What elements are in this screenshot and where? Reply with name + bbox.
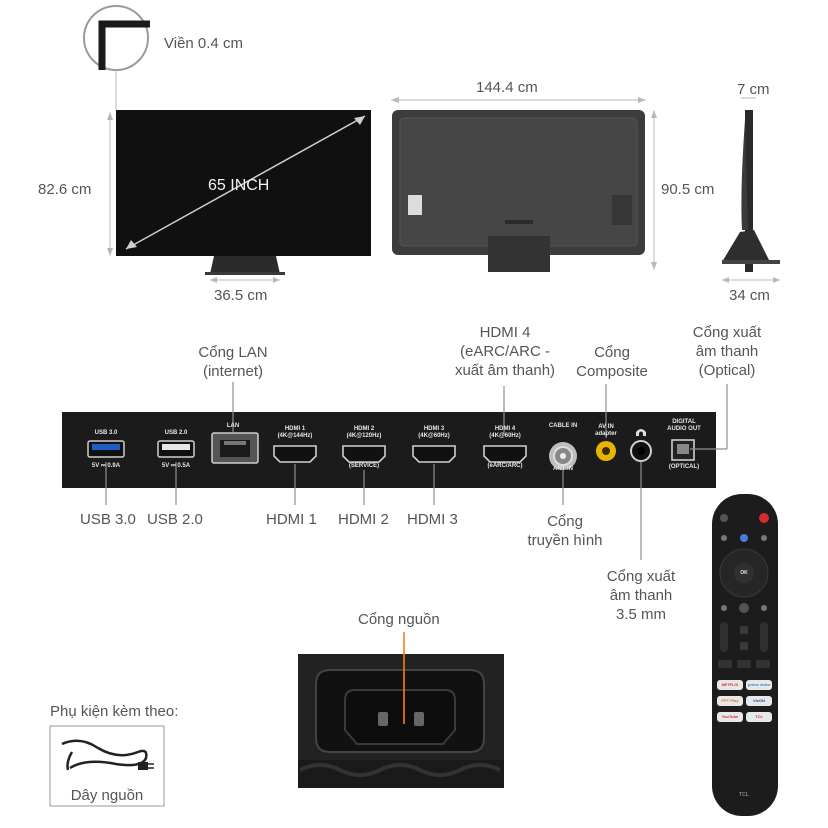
optical-label-line3: (Optical) — [698, 362, 756, 379]
optical-label: Cổng xuất âm thanh (Optical) — [680, 323, 774, 380]
remote-mic-button — [740, 534, 748, 542]
height-label: 90.5 cm — [661, 181, 715, 198]
optical-label-line2: âm thanh — [695, 343, 759, 360]
panel-ant-in: ANT IN — [553, 466, 573, 472]
remote-home-button — [739, 603, 749, 613]
remote-vieon-button — [746, 696, 772, 706]
stand-width-label: 36.5 cm — [214, 287, 268, 304]
panel-usb3-spec: 5V ⎓ 0.9A — [91, 463, 121, 469]
panel-optical: (OPTICAL) — [668, 464, 700, 470]
panel-cable-in: CABLE IN — [548, 423, 578, 429]
panel-hdmi4-line2: (4K@60Hz) — [489, 433, 521, 439]
panel-hdmi2: HDMI 2 (4K@120Hz) — [339, 426, 389, 440]
remote-tcl-app-label: TCL — [755, 714, 763, 719]
depth-stand-label: 34 cm — [729, 287, 770, 304]
remote-brand-label: TCL — [739, 792, 749, 798]
diagonal-line — [125, 115, 366, 250]
audio35-label-line2: âm thanh — [609, 587, 673, 604]
panel-av-in-line2: adapter — [595, 431, 617, 437]
remote-power-button — [759, 513, 769, 523]
hdmi4-label-line3: xuất âm thanh) — [454, 362, 556, 379]
panel-usb3-title: USB 3.0 — [94, 430, 118, 436]
height-with-stand-label: 82.6 cm — [38, 181, 92, 198]
panel-hdmi3-line2: (4K@60Hz) — [418, 433, 450, 439]
tv-back-label — [408, 195, 422, 215]
remote-fptplay-button — [717, 696, 743, 706]
panel-av-in: AV IN adapter — [590, 424, 622, 438]
hdmi4-label-line2: (eARC/ARC - — [459, 343, 550, 360]
remote-netflix-button — [717, 680, 743, 690]
optical-label-line1: Cổng xuất — [692, 324, 762, 341]
panel-hdmi1: HDMI 1 (4K@144Hz) — [270, 426, 320, 440]
audio35-label-line1: Cổng xuất — [606, 568, 676, 585]
tv-back-stand — [488, 236, 550, 272]
panel-digital-out: DIGITAL AUDIO OUT — [660, 419, 708, 433]
hdmi3-label: HDMI 3 — [407, 511, 458, 528]
remote-ok-label: OK — [740, 570, 748, 576]
remote-primevideo-label: prime video — [748, 682, 771, 687]
panel-usb2-title: USB 2.0 — [164, 430, 188, 436]
composite-label-line2: Composite — [576, 363, 648, 380]
panel-hdmi4-line1: HDMI 4 — [494, 426, 516, 432]
panel-hdmi1-line1: HDMI 1 — [284, 426, 306, 432]
power-cord-icon — [61, 739, 148, 770]
power-port-label: Cổng nguồn — [358, 611, 440, 628]
hdmi4-port — [483, 445, 527, 463]
hdmi2-label: HDMI 2 — [338, 511, 389, 528]
panel-hdmi1-line2: (4K@144Hz) — [277, 433, 313, 439]
screen-size-label: 65 INCH — [208, 177, 270, 194]
antenna-label-line1: Cổng — [547, 513, 583, 530]
tv-front-stand — [210, 256, 280, 274]
depth-top-label: 7 cm — [737, 81, 770, 98]
hdmi4-label: HDMI 4 (eARC/ARC - xuất âm thanh) — [446, 323, 564, 380]
power-cord-label: Dây nguồn — [70, 787, 144, 804]
width-label: 144.4 cm — [476, 79, 538, 96]
bezel-label: Viền 0.4 cm — [164, 35, 243, 52]
remote-youtube-label: YouTube — [721, 714, 739, 719]
remote-fptplay-label: FPT Play — [721, 698, 739, 703]
panel-digital-out-line2: AUDIO OUT — [667, 426, 701, 432]
hdmi1-label: HDMI 1 — [266, 511, 317, 528]
headphone-icon — [636, 429, 646, 436]
lan-label: Cổng LAN (internet) — [190, 343, 276, 381]
panel-av-in-line1: AV IN — [598, 424, 614, 430]
panel-hdmi3-line1: HDMI 3 — [423, 426, 445, 432]
panel-hdmi4-arc: (eARC/ARC) — [487, 463, 523, 469]
remote-control — [712, 494, 778, 816]
panel-hdmi3: HDMI 3 (4K@60Hz) — [409, 426, 459, 440]
usb3-label: USB 3.0 — [80, 511, 136, 528]
panel-digital-out-line1: DIGITAL — [672, 419, 696, 425]
composite-label-line1: Cổng — [594, 344, 630, 361]
panel-usb2-spec: 5V ⎓ 0.5A — [161, 463, 191, 469]
composite-label: Cổng Composite — [568, 343, 656, 381]
antenna-label: Cổng truyền hình — [522, 512, 608, 550]
remote-primevideo-button — [746, 680, 772, 690]
hdmi3-port — [412, 445, 456, 463]
bezel-zoom-circle — [83, 5, 149, 71]
audio35-label: Cổng xuất âm thanh 3.5 mm — [596, 567, 686, 624]
tv-side-stand — [722, 230, 770, 262]
lan-label-line1: Cổng LAN — [198, 344, 268, 361]
usb2-label: USB 2.0 — [147, 511, 203, 528]
panel-hdmi2-line1: HDMI 2 — [353, 426, 375, 432]
bezel-zoom-corner — [98, 20, 150, 70]
audio35-label-line3: 3.5 mm — [615, 606, 666, 623]
lan-label-line2: (internet) — [202, 363, 264, 380]
hdmi2-port — [342, 445, 386, 463]
accessories-title: Phụ kiện kèm theo: — [50, 703, 179, 720]
panel-hdmi2-service: (SERVICE) — [348, 463, 380, 469]
remote-vieon-label: VieON — [753, 698, 765, 703]
hdmi4-label-line1: HDMI 4 — [479, 324, 531, 341]
remote-youtube-button — [717, 712, 743, 722]
remote-tcl-button — [746, 712, 772, 722]
panel-hdmi2-line2: (4K@120Hz) — [346, 433, 382, 439]
panel-hdmi4: HDMI 4 (4K@60Hz) — [480, 426, 530, 440]
remote-netflix-label: NETFLIX — [721, 682, 739, 687]
antenna-label-line2: truyền hình — [527, 532, 603, 549]
hdmi1-port — [273, 445, 317, 463]
panel-lan: LAN — [226, 423, 240, 429]
tv-side — [745, 110, 753, 272]
